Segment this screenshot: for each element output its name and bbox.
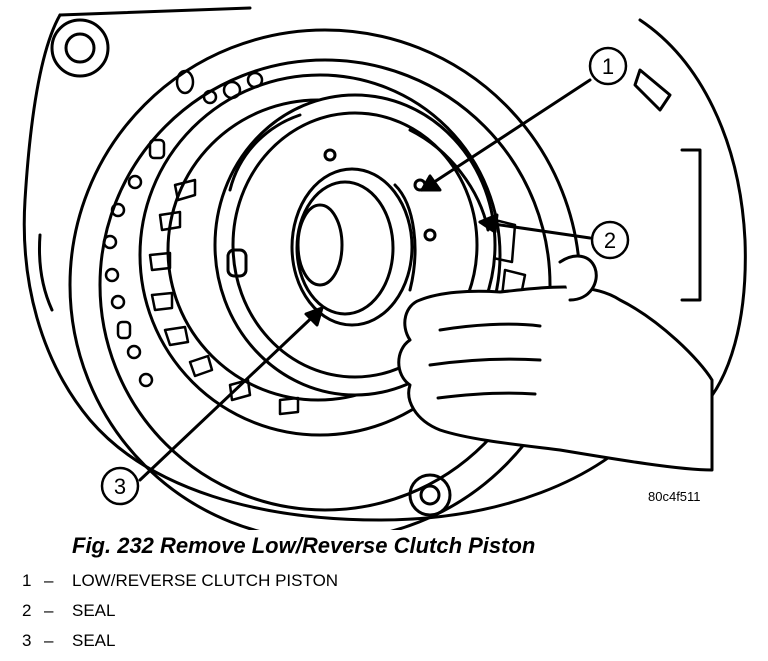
legend-separator: – — [44, 631, 54, 650]
legend-separator: – — [44, 571, 54, 590]
figure-code: 80c4f511 — [648, 489, 701, 504]
callout-2-label: 2 — [604, 228, 616, 253]
clutch-splines — [148, 178, 527, 416]
legend-number: 1 — [22, 571, 32, 590]
callout-1-label: 1 — [602, 54, 614, 79]
piston-bore — [290, 167, 417, 327]
figure-caption: Fig. 232 Remove Low/Reverse Clutch Pisto… — [72, 533, 536, 558]
callout-3: 3 — [100, 466, 140, 506]
hand — [397, 254, 714, 472]
legend-number: 2 — [22, 601, 32, 620]
callout-3-label: 3 — [114, 474, 126, 499]
callout-1: 1 — [588, 46, 628, 86]
callout-leaders — [138, 78, 592, 482]
housing-bolt-holes — [102, 69, 264, 388]
legend-separator: – — [44, 601, 54, 620]
legend-label: SEAL — [72, 601, 116, 620]
legend-label: SEAL — [72, 631, 116, 650]
legend-label: LOW/REVERSE CLUTCH PISTON — [72, 571, 339, 590]
callout-2: 2 — [590, 220, 630, 260]
piston-removal-illustration: 1 2 3 80c4f511 — [22, 6, 747, 530]
transmission-case — [22, 6, 747, 522]
legend-number: 3 — [22, 631, 32, 650]
